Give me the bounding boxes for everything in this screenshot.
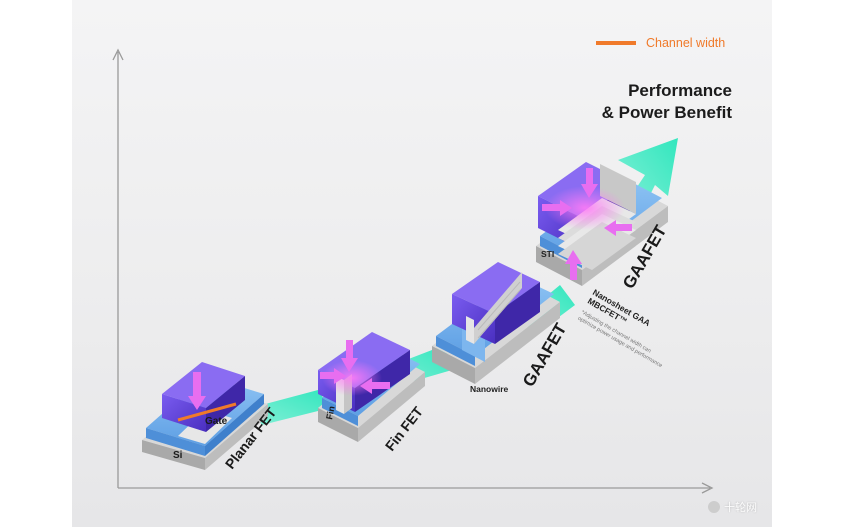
planar-gate-label: Gate bbox=[205, 416, 228, 427]
nanosheet-caption: Nanosheet GAA MBCFET™ *Adjusting the cha… bbox=[577, 287, 664, 369]
nanosheet-sti-label: STI bbox=[541, 249, 554, 259]
legend: Channel width bbox=[596, 36, 725, 50]
watermark-text: 十轮网 bbox=[724, 502, 757, 514]
watermark-logo-icon bbox=[708, 501, 720, 513]
stage-finfet: Fin Fin FET bbox=[318, 332, 426, 454]
performance-line1: Performance bbox=[628, 81, 732, 100]
performance-line2: & Power Benefit bbox=[602, 103, 733, 122]
finfet-fin-label: Fin bbox=[324, 405, 337, 420]
stage-gaafet-nanosheet: STI Nanosheet GAA MBCFET™ *Adjusting the… bbox=[536, 162, 671, 369]
stage-gaafet-nanowire: Nanowire GAAFET bbox=[432, 262, 571, 394]
nanowire-label: Nanowire bbox=[470, 384, 509, 394]
watermark: 十轮网 bbox=[708, 499, 757, 515]
performance-title: Performance & Power Benefit bbox=[602, 81, 733, 122]
planar-si-label: Si bbox=[173, 450, 183, 461]
axes bbox=[112, 48, 714, 494]
legend-swatch bbox=[596, 41, 636, 45]
legend-label: Channel width bbox=[646, 36, 725, 50]
stage-planar-fet: Gate Si Planar FET bbox=[142, 362, 280, 472]
